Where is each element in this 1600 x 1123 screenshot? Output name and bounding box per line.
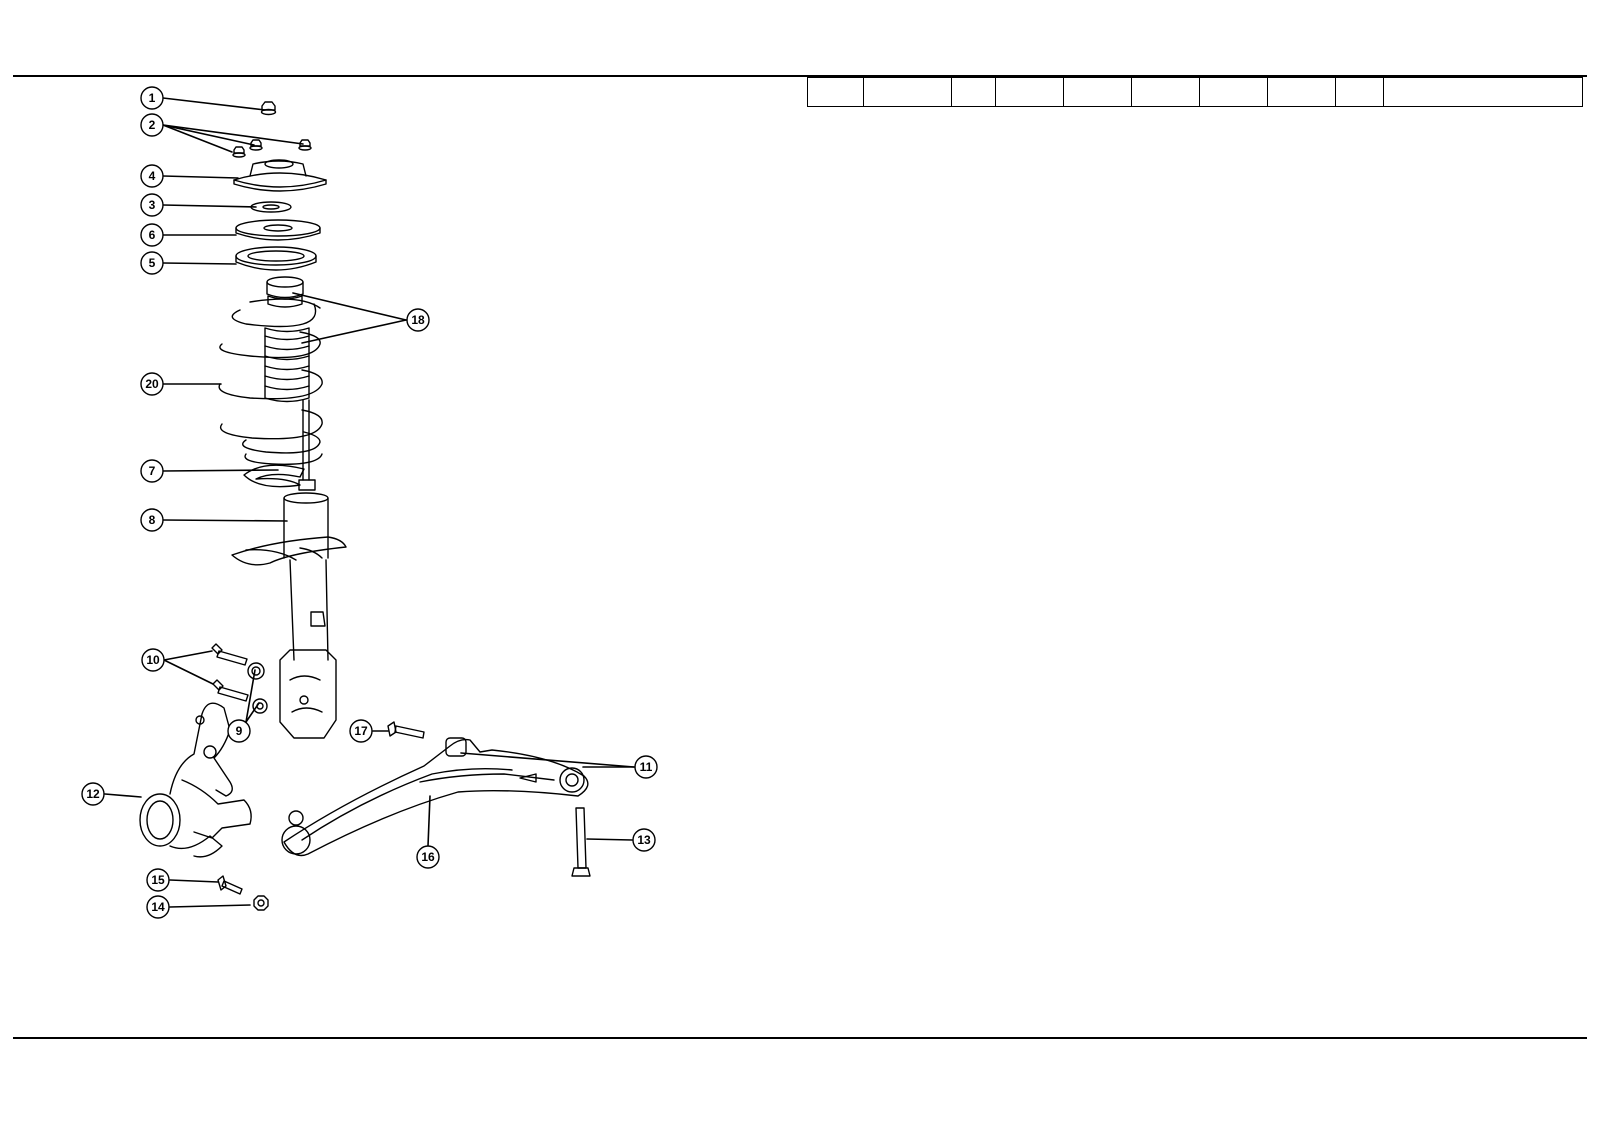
callout-label: 9 [236,724,243,738]
header-table [807,77,1583,107]
callout-6: 6 [140,223,164,247]
callout-label: 5 [149,256,156,270]
callout-label: 14 [151,900,165,914]
callout-label: 10 [146,653,160,667]
header-cell [1131,77,1200,107]
part-2-nuts [232,139,312,158]
callout-18: 18 [406,308,430,332]
part-14-nut [253,895,269,911]
callout-label: 18 [411,313,425,327]
callout-label: 1 [149,91,156,105]
part-4-top-mount [233,159,327,192]
header-row [807,77,1583,107]
callout-12: 12 [81,782,105,806]
part-5-isolator [235,246,317,271]
header-cell [1199,77,1268,107]
callout-label: 4 [149,169,156,183]
callout-2: 2 [140,113,164,137]
part-10-bolts [211,643,249,702]
part-17-bolt [387,721,425,739]
header-cell [1335,77,1384,107]
part-16-lower-control-arm [281,737,589,857]
callout-5: 5 [140,251,164,275]
part-1-nut [260,101,277,116]
callout-3: 3 [140,193,164,217]
leader-lines [104,97,635,908]
part-13-bolt [571,807,591,877]
header-cell [807,77,864,107]
callout-label: 7 [149,464,156,478]
header-cell [1267,77,1336,107]
part-6-upper-seat [235,219,321,241]
part-18-bumper-boot [264,276,310,403]
callout-label: 15 [151,873,165,887]
callout-label: 11 [640,760,653,774]
bottom-rule [13,1037,1587,1039]
callout-9: 9 [227,719,251,743]
callout-label: 3 [149,198,156,212]
callout-11: 11 [634,755,658,779]
part-7-lower-isolator [243,464,305,488]
part-9-nuts [247,662,268,714]
callout-20: 20 [140,372,164,396]
callout-label: 20 [145,377,159,391]
callout-label: 2 [149,118,156,132]
part-20-coil-spring [218,298,323,465]
callout-15: 15 [146,868,170,892]
callout-label: 13 [637,833,651,847]
callout-8: 8 [140,508,164,532]
callout-label: 17 [354,724,368,738]
callout-7: 7 [140,459,164,483]
part-8-strut-assembly [231,399,347,739]
callout-14: 14 [146,895,170,919]
part-3-bearing [250,201,292,213]
header-cell [1383,77,1583,107]
callout-13: 13 [632,828,656,852]
callout-1: 1 [140,86,164,110]
callout-label: 6 [149,228,156,242]
callout-17: 17 [349,719,373,743]
callout-16: 16 [416,845,440,869]
callout-label: 8 [149,513,156,527]
header-cell [951,77,996,107]
part-15-bolt [217,875,243,895]
top-rule [13,75,1587,77]
callout-label: 16 [421,850,435,864]
callout-4: 4 [140,164,164,188]
callout-10: 10 [141,648,165,672]
callout-label: 12 [86,787,100,801]
